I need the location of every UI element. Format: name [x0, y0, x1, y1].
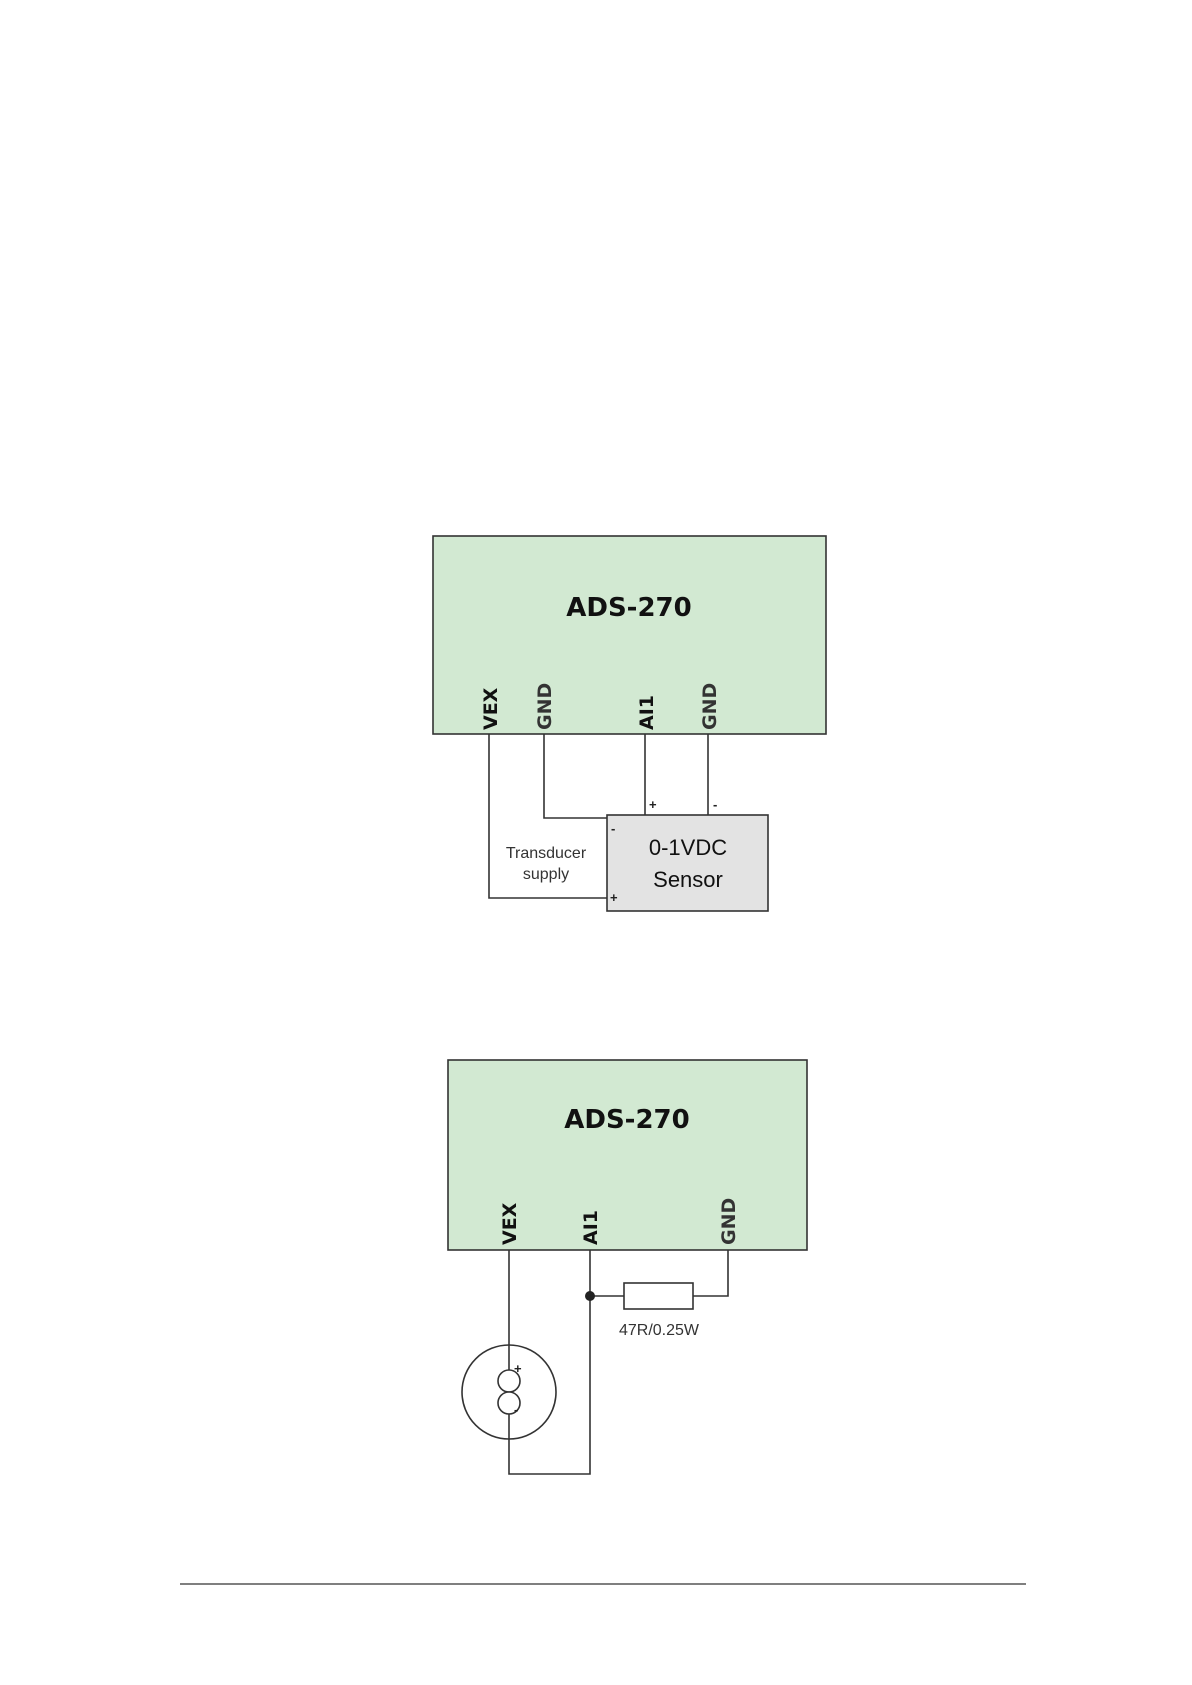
supply-label-line1: Transducer [506, 845, 587, 862]
sensor-label-line1: 0-1VDC [649, 835, 727, 860]
junction-dot [585, 1291, 595, 1301]
wire-gnd-to-sensor-minus [544, 734, 607, 818]
current-source-icon [462, 1345, 556, 1439]
pin-label-gnd-2: GND [699, 683, 721, 730]
sensor-box [607, 815, 768, 911]
sign-gnd-minus: - [713, 797, 717, 812]
wire-resistor-to-gnd [693, 1250, 728, 1296]
resistor-label: 47R/0.25W [619, 1322, 700, 1339]
pin-label-gnd-3: GND [718, 1198, 740, 1245]
diagram-current-sensor: ADS-270 VEX AI1 GND 47R/0.25W + - [448, 1060, 807, 1474]
sign-supply-minus: - [611, 821, 615, 836]
sign-supply-plus: + [610, 890, 618, 905]
pin-label-ai1: AI1 [636, 695, 658, 730]
diagram-voltage-sensor: ADS-270 VEX GND AI1 GND 0-1VDC Sensor + … [433, 536, 826, 911]
device-title-2: ADS-270 [564, 1105, 690, 1135]
pin-label-vex: VEX [480, 687, 502, 730]
sensor-label-line2: Sensor [653, 867, 723, 892]
supply-label-line2: supply [523, 866, 569, 883]
sign-source-minus: - [514, 1402, 518, 1417]
device-title: ADS-270 [566, 593, 692, 623]
pin-label-ai1-2: AI1 [580, 1210, 602, 1245]
pin-label-vex-2: VEX [499, 1202, 521, 1245]
resistor-icon [624, 1283, 693, 1309]
sign-source-plus: + [514, 1361, 522, 1376]
pin-label-gnd: GND [534, 683, 556, 730]
sign-ai-plus: + [649, 797, 657, 812]
